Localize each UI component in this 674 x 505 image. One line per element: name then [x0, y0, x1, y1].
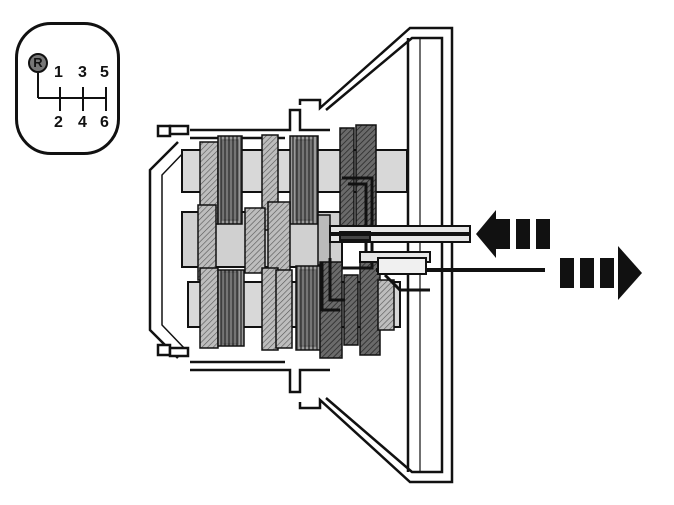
gear-reverse: R: [28, 53, 48, 73]
gear-3: 3: [78, 64, 87, 81]
gear-2: 2: [54, 114, 63, 131]
gear-4: 4: [78, 114, 87, 131]
arrow-left: [476, 210, 550, 258]
arrow-right: [560, 246, 642, 300]
shift-gate-lines: [37, 73, 107, 111]
output-rods: [329, 225, 545, 275]
middle-gears: [197, 201, 331, 281]
shift-pattern: R 1 3 5 2 4 6: [15, 22, 120, 155]
lower-gears: [199, 254, 395, 359]
gear-5: 5: [100, 64, 109, 81]
gear-6: 6: [100, 114, 109, 131]
gear-1: 1: [54, 64, 63, 81]
